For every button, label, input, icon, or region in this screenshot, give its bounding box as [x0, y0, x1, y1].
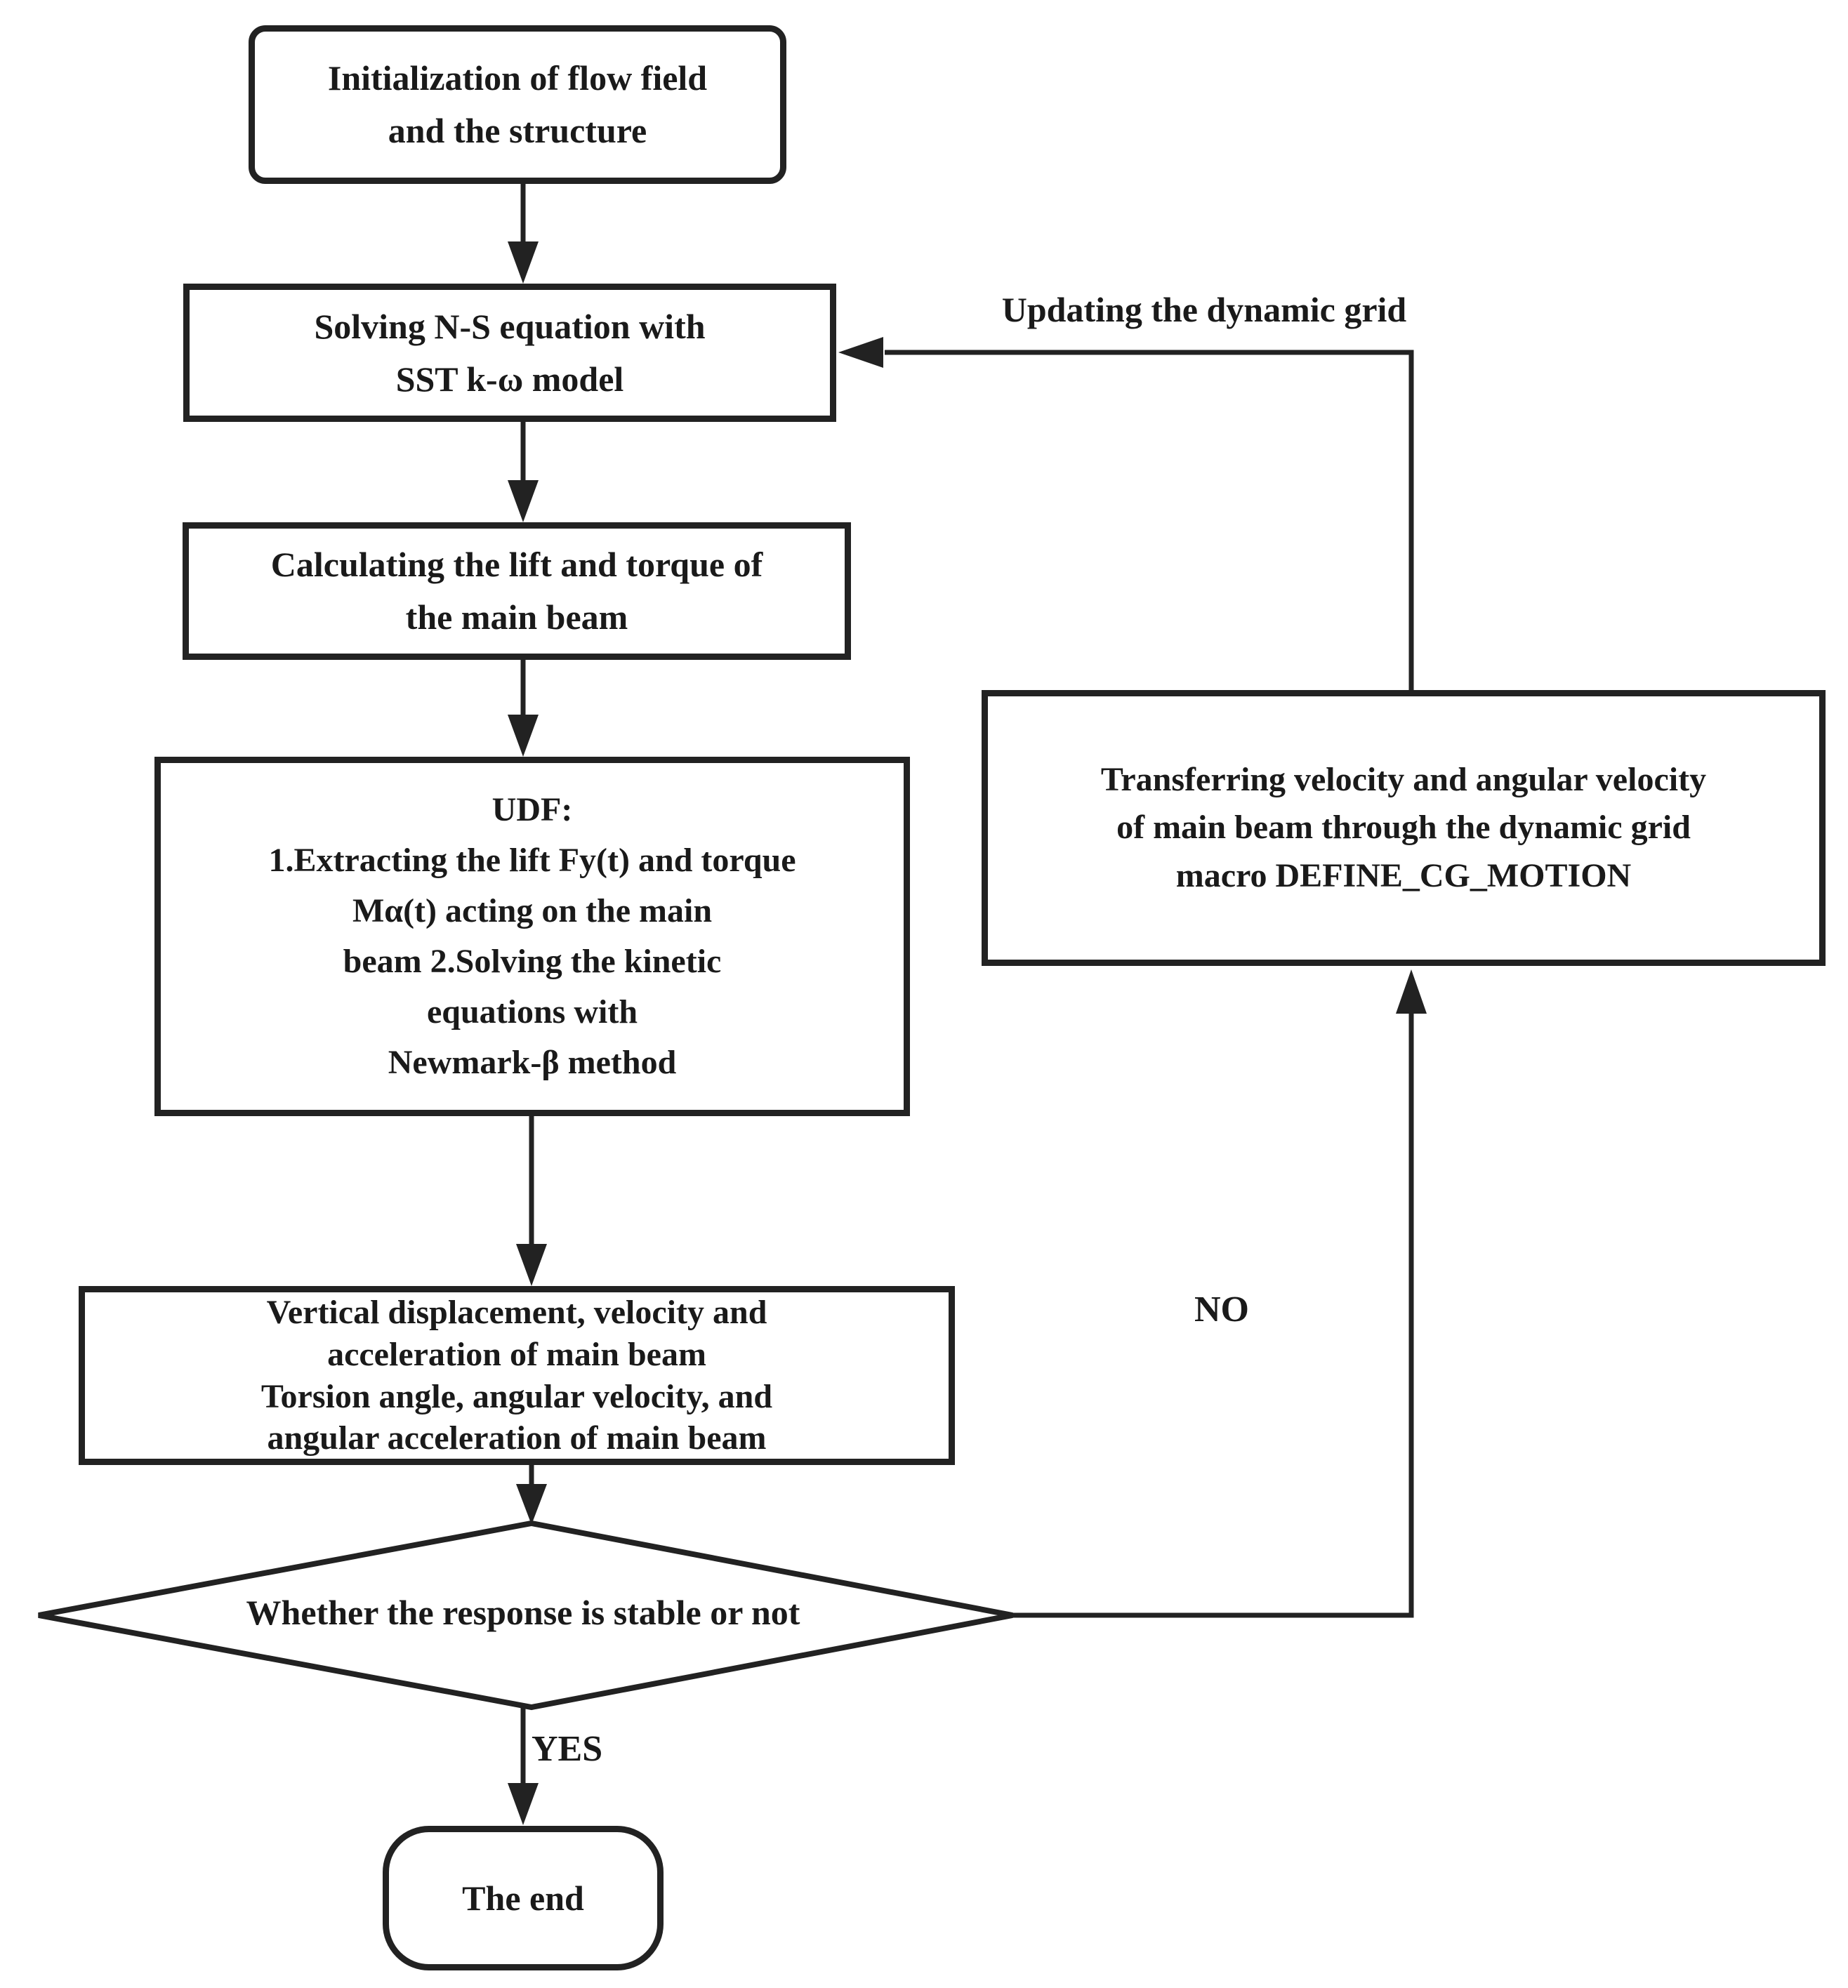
node-decision-label: Whether the response is stable or not — [246, 1593, 800, 1632]
arrow-down-icon — [508, 480, 539, 522]
node-initialization-label: Initialization of flow field and the str… — [327, 58, 708, 150]
arrow-up-icon — [1396, 969, 1427, 1014]
arrow-left-icon — [838, 337, 883, 368]
decision-diamond-shape — [38, 1520, 1013, 1711]
node-response-quantities-label: Vertical displacement, velocity and acce… — [260, 1294, 773, 1457]
arrow-down-icon — [516, 1484, 547, 1525]
arrow-down-icon — [516, 1244, 547, 1286]
edge-label-yes: YES — [532, 1729, 603, 1769]
node-the-end: The end — [383, 1826, 664, 1970]
edge-transfer-solve — [885, 350, 1414, 690]
node-transfer-velocity-label: Transferring velocity and angular veloci… — [1100, 761, 1707, 894]
node-udf: UDF: 1.Extracting the lift Fy(t) and tor… — [154, 757, 910, 1116]
arrow-down-icon — [508, 1783, 539, 1825]
node-response-quantities: Vertical displacement, velocity and acce… — [79, 1286, 955, 1465]
edge-decision-transfer — [1012, 1011, 1414, 1618]
node-solve-ns-equation: Solving N-S equation with SST k-ω model — [183, 284, 836, 422]
node-solve-ns-equation-label: Solving N-S equation with SST k-ω model — [314, 306, 706, 399]
node-udf-label: UDF: 1.Extracting the lift Fy(t) and tor… — [268, 791, 796, 1081]
edge-label-no: NO — [1194, 1290, 1249, 1330]
arrow-down-icon — [508, 715, 539, 757]
node-calculate-lift-torque: Calculating the lift and torque of the m… — [183, 522, 851, 660]
node-the-end-label: The end — [462, 1878, 584, 1918]
node-calculate-lift-torque-label: Calculating the lift and torque of the m… — [270, 545, 763, 637]
node-transfer-velocity: Transferring velocity and angular veloci… — [982, 690, 1826, 966]
node-initialization: Initialization of flow field and the str… — [249, 25, 786, 184]
edge-label-updating: Updating the dynamic grid — [1001, 290, 1407, 329]
arrow-down-icon — [508, 241, 539, 284]
